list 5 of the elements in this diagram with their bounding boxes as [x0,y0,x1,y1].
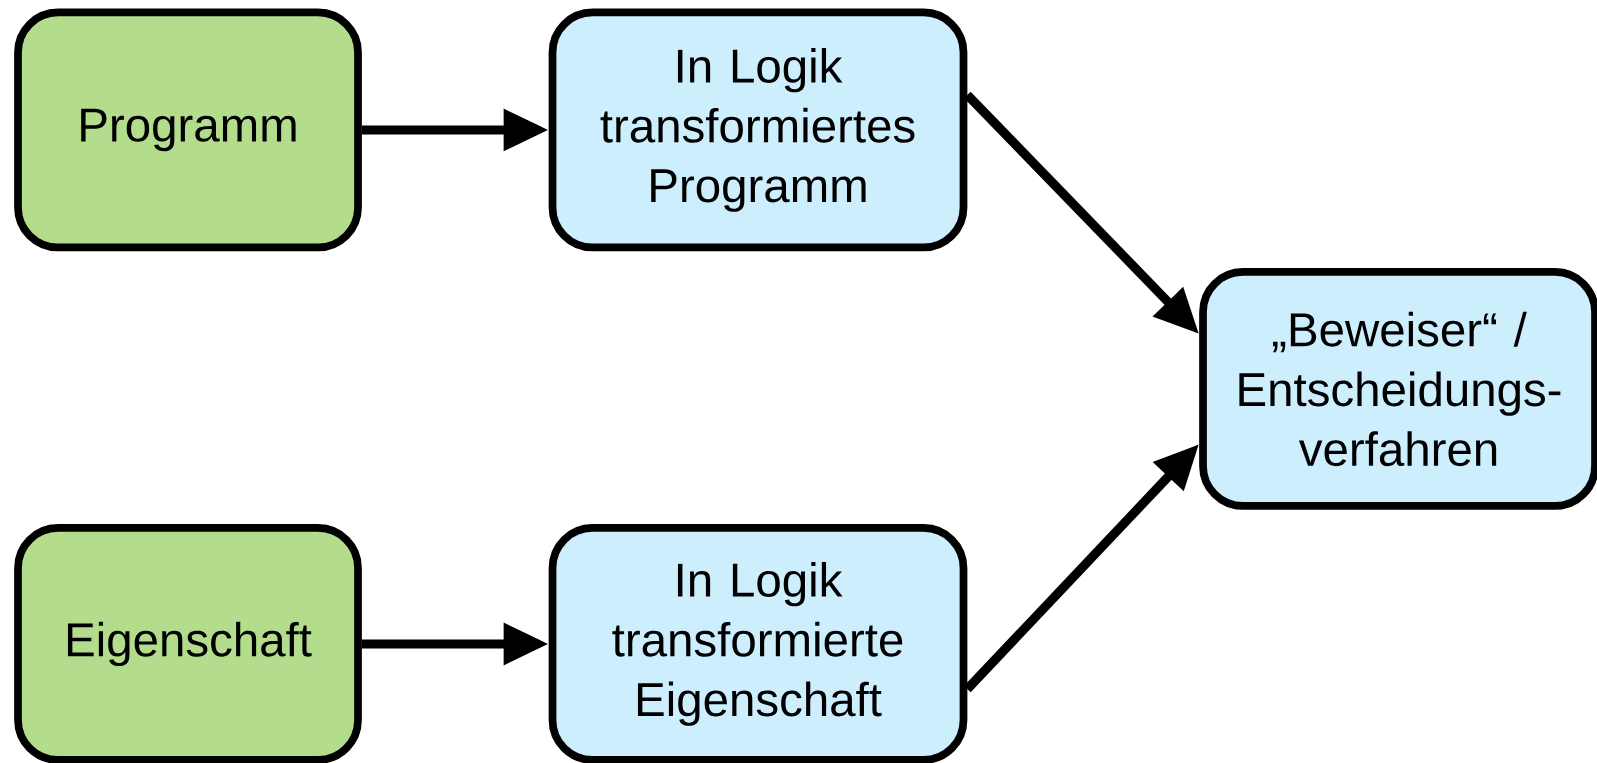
process-box: Eigenschaft [14,524,362,763]
process-box: In Logik transformierte Eigenschaft [548,524,968,763]
process-box: Programm [14,8,362,252]
process-box: „Beweiser“ / Entscheidungs- verfahren [1199,268,1597,510]
process-box: In Logik transformiertes Programm [548,8,968,252]
